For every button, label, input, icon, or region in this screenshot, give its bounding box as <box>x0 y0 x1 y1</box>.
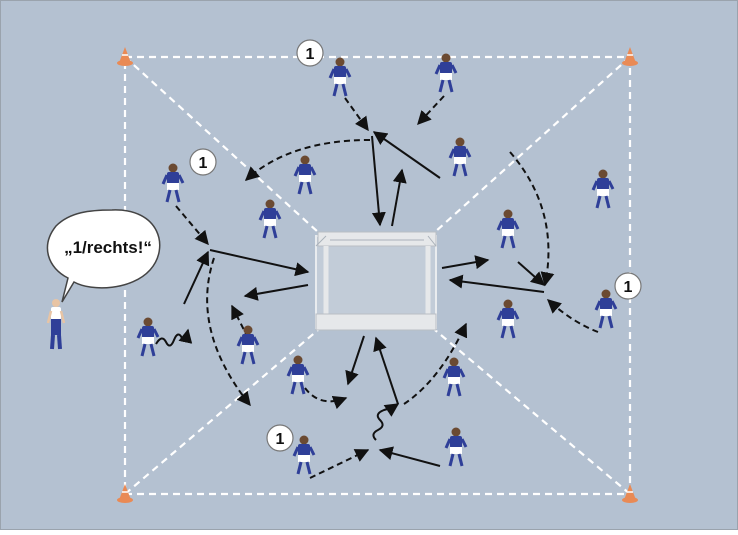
player-figure <box>496 209 520 249</box>
run-arrows <box>175 95 599 479</box>
player-figure <box>496 299 520 339</box>
cone-icon <box>622 484 638 503</box>
player-figure <box>286 355 310 395</box>
player-figure <box>292 435 316 475</box>
player-figure <box>591 169 615 209</box>
player-figure <box>328 57 352 97</box>
marker-label: 1 <box>276 431 285 448</box>
player-figure <box>444 427 468 467</box>
diagonal-top-left <box>124 56 319 233</box>
diagonal-top-right <box>434 56 631 233</box>
goal <box>315 231 437 331</box>
speech-text: „1/rechts!“ <box>64 238 152 257</box>
dribble-arrows <box>155 328 400 441</box>
cones <box>117 47 638 503</box>
diagonal-bottom-right <box>434 329 631 495</box>
coach-figure <box>46 299 66 350</box>
player-figure <box>236 325 260 365</box>
marker-label: 1 <box>306 46 315 63</box>
player-figure <box>258 199 282 239</box>
player-figure <box>161 163 185 203</box>
cone-icon <box>117 47 133 66</box>
player-figure <box>594 289 618 329</box>
marker-label: 1 <box>624 279 633 296</box>
player-figure <box>448 137 472 177</box>
players <box>136 53 618 475</box>
player-figure <box>434 53 458 93</box>
speech-bubble: „1/rechts!“ <box>46 209 161 303</box>
player-figure <box>136 317 160 357</box>
number-marker: 1 <box>266 424 294 452</box>
number-marker: 1 <box>189 148 217 176</box>
player-figure <box>293 155 317 195</box>
diagonal-bottom-left <box>124 329 319 495</box>
cone-icon <box>117 484 133 503</box>
number-marker: 1 <box>614 272 642 300</box>
number-markers: 1 1 1 1 <box>189 39 642 452</box>
marker-label: 1 <box>199 155 208 172</box>
player-figure <box>442 357 466 397</box>
pass-arrows <box>183 131 546 467</box>
cone-icon <box>622 47 638 66</box>
number-marker: 1 <box>296 39 324 67</box>
